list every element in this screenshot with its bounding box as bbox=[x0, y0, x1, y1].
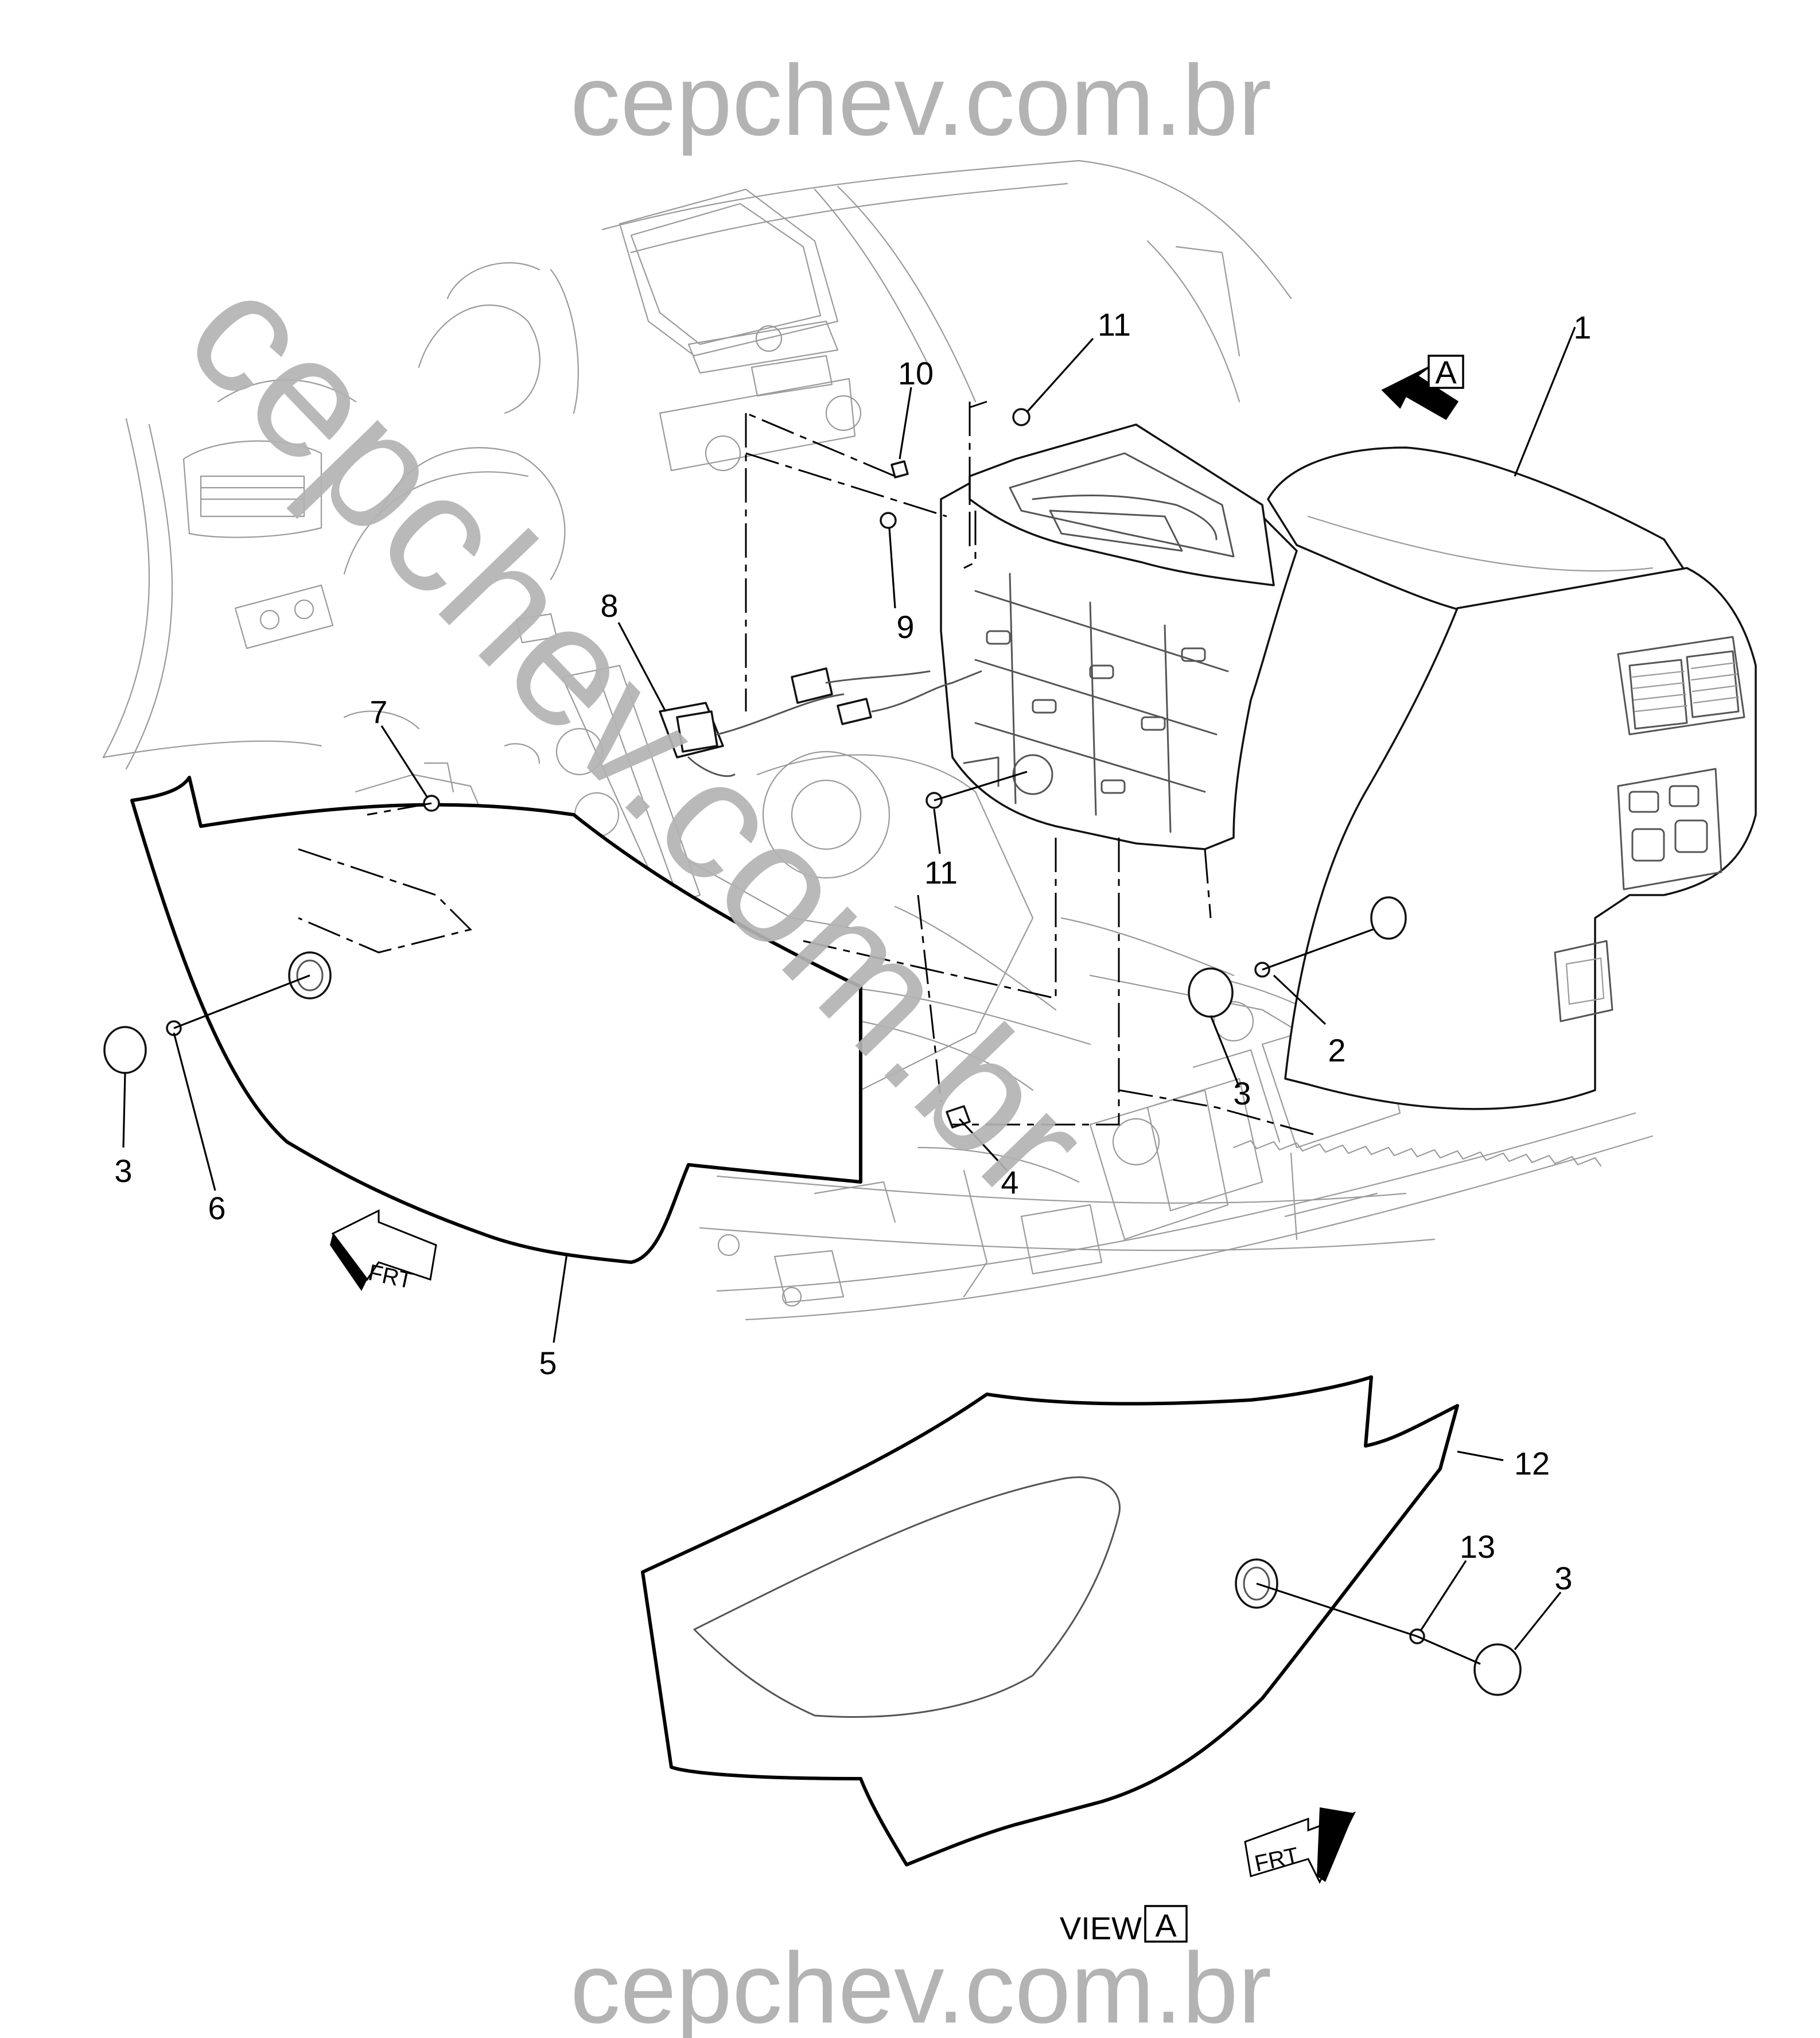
callout-4: 4 bbox=[1001, 1164, 1018, 1200]
watermark-bottom: cepchev.com.br bbox=[570, 1932, 1271, 2038]
callout-6: 6 bbox=[208, 1190, 225, 1226]
callout-9: 9 bbox=[896, 609, 914, 645]
rh-console-trim bbox=[641, 1375, 1459, 1866]
callout-10: 10 bbox=[898, 355, 934, 391]
front-arrow-upper: FRT bbox=[330, 1209, 437, 1294]
callout-1: 1 bbox=[1573, 309, 1591, 345]
callout-3a: 3 bbox=[114, 1153, 132, 1189]
front-direction-arrow-icon bbox=[331, 1209, 437, 1281]
callout-7: 7 bbox=[370, 694, 387, 730]
view-label-letter: A bbox=[1155, 1907, 1177, 1943]
callout-13: 13 bbox=[1460, 1528, 1495, 1565]
view-direction-arrow-icon bbox=[1381, 366, 1459, 420]
console-assembly bbox=[940, 423, 1757, 1110]
callout-2: 2 bbox=[1328, 1032, 1345, 1068]
callout-5: 5 bbox=[539, 1345, 557, 1381]
callout-8: 8 bbox=[600, 588, 618, 624]
callout-3c: 3 bbox=[1554, 1560, 1572, 1596]
view-label-prefix: VIEW bbox=[1060, 1910, 1142, 1946]
callout-12: 12 bbox=[1514, 1445, 1550, 1481]
front-arrow-lower: FRT bbox=[1244, 1807, 1356, 1884]
cap-3b bbox=[1188, 967, 1234, 1018]
lh-front-console-trim bbox=[130, 776, 862, 1264]
callout-3b: 3 bbox=[1233, 1075, 1251, 1111]
view-marker-letter: A bbox=[1435, 354, 1457, 390]
callout-11a: 11 bbox=[1098, 306, 1131, 343]
cap-3c bbox=[1473, 1643, 1522, 1696]
wiring-harness bbox=[659, 667, 982, 777]
watermark-top: cepchev.com.br bbox=[570, 45, 1271, 157]
cap-3a bbox=[103, 1026, 147, 1074]
leader-lines bbox=[122, 326, 1576, 1650]
callout-labels: 1 2 3 3 3 4 5 6 7 8 9 10 11 11 12 13 bbox=[114, 306, 1591, 1596]
callout-11b: 11 bbox=[924, 854, 958, 890]
view-a-label: VIEW A bbox=[1060, 1905, 1188, 1946]
view-a-marker: A bbox=[1381, 354, 1464, 420]
installation-lines bbox=[745, 400, 1320, 1137]
fasteners bbox=[103, 408, 1522, 1696]
vehicle-interior-background bbox=[102, 160, 1654, 1321]
